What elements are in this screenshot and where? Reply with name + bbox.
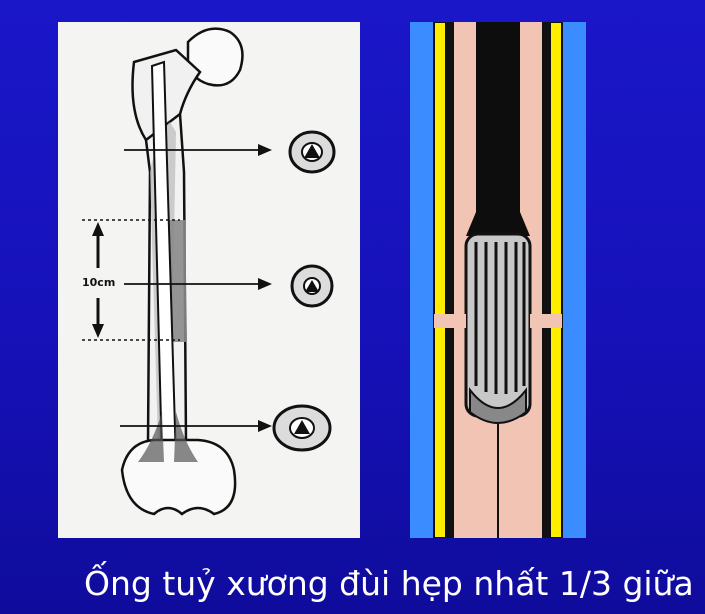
reamer-taper <box>466 212 530 236</box>
fracture-gap-right <box>530 314 562 328</box>
arrowhead-proximal <box>258 144 272 156</box>
femur-diagram: 10cm <box>82 27 336 516</box>
arrowhead-middle <box>258 278 272 290</box>
arrowhead-down <box>92 324 104 338</box>
reamer-flutes <box>474 242 526 394</box>
cross-section-distal <box>272 404 332 452</box>
metaphysis-hatching <box>138 412 198 462</box>
fracture-gap-left <box>434 314 466 328</box>
slide-caption: Ống tuỷ xương đùi hẹp nhất 1/3 giữa <box>84 564 694 603</box>
arrowhead-distal <box>258 420 272 432</box>
measure-label: 10cm <box>82 276 115 289</box>
nail-in-canal-diagram <box>433 22 563 538</box>
cortex-right-inner <box>542 22 550 538</box>
cross-section-middle <box>290 264 334 308</box>
cortex-left-yellow <box>433 22 447 538</box>
reamer-shaft <box>476 22 520 218</box>
cortex-right-yellow <box>549 22 563 538</box>
cortex-left-inner <box>446 22 454 538</box>
reamer-tip <box>469 387 527 424</box>
arrowhead-up <box>92 222 104 236</box>
cross-section-proximal <box>288 130 336 174</box>
nail-canal-panel <box>410 22 586 538</box>
femur-diagram-panel: 10cm <box>58 22 360 538</box>
